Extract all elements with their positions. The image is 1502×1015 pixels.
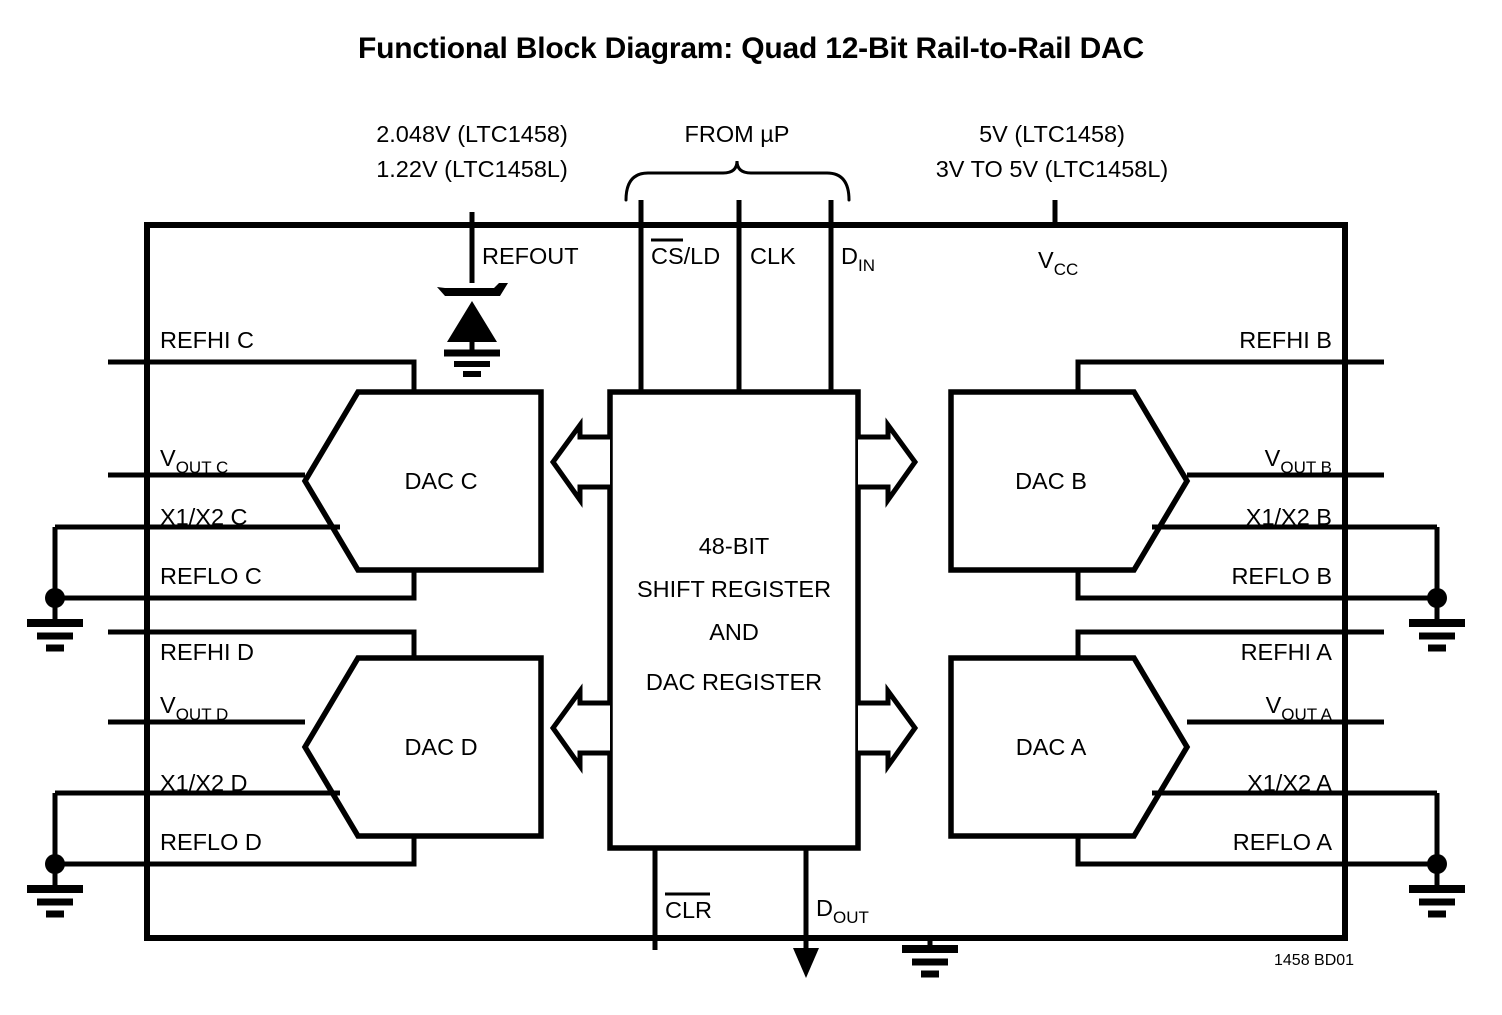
reflo-a-label: REFLO A: [1233, 829, 1333, 855]
shift-register-line1: 48-BIT: [699, 533, 770, 559]
ground-icon-d: [27, 864, 83, 918]
curly-brace-icon: [624, 160, 851, 202]
dac-c-label: DAC C: [404, 468, 477, 494]
dout-sub-text: OUT: [833, 908, 869, 927]
reflo-c-label: REFLO C: [160, 563, 262, 589]
vout-c-main: V: [160, 445, 176, 471]
refhi-b-wire: [1075, 359, 1384, 392]
page-title: Functional Block Diagram: Quad 12-Bit Ra…: [358, 32, 1144, 65]
clk-pin-label: CLK: [750, 243, 796, 269]
vcc-annotation-line2: 3V TO 5V (LTC1458L): [936, 156, 1169, 182]
shift-register-line2: SHIFT REGISTER: [637, 576, 831, 602]
x1x2-c-label: X1/X2 C: [160, 504, 248, 530]
reflo-a-wire: [1075, 836, 1437, 867]
dac-c-block: [301, 389, 544, 573]
vout-d-sub: OUT D: [176, 705, 229, 724]
din-sub-text: IN: [858, 256, 875, 275]
din-pin-label: DIN: [841, 243, 875, 275]
refhi-b-label: REFHI B: [1239, 327, 1332, 353]
bus-arrow-icon-dac-b: [858, 417, 919, 508]
refhi-d-wire: [108, 629, 417, 658]
vout-a-main: V: [1266, 692, 1282, 718]
refout-pin-label: REFOUT: [482, 243, 579, 269]
dac-a-block: [948, 655, 1191, 839]
vcc-pin-label: VCC: [1038, 247, 1078, 279]
clr-text: CLR: [665, 897, 712, 923]
refhi-c-wire: [108, 359, 417, 392]
clr-pin-label: CLR: [665, 892, 712, 923]
refhi-a-label: REFHI A: [1241, 639, 1333, 665]
dac-b-label: DAC B: [1015, 468, 1087, 494]
x1x2-b-label: X1/X2 B: [1246, 504, 1332, 530]
figure-id-footer: 1458 BD01: [1274, 952, 1354, 969]
reflo-d-wire: [55, 836, 417, 867]
ground-icon-c: [27, 598, 83, 652]
bus-arrow-icon-dac-d: [549, 683, 610, 774]
ground-icon-b: [1409, 598, 1465, 652]
dac-a-label: DAC A: [1016, 734, 1087, 760]
cs-text: CS: [651, 243, 684, 269]
shift-register-line3: AND: [709, 619, 759, 645]
vout-c-sub: OUT C: [176, 458, 229, 477]
vcc-main-text: V: [1038, 247, 1054, 273]
x1x2-d-label: X1/X2 D: [160, 770, 248, 796]
ld-text: /LD: [684, 243, 721, 269]
ground-icon-a: [1409, 864, 1465, 918]
reflo-c-wire: [55, 570, 417, 601]
down-arrow-icon-dout: [793, 948, 819, 978]
reflo-b-wire: [1075, 570, 1437, 601]
shift-register-block: [607, 389, 861, 851]
vcc-annotation-line1: 5V (LTC1458): [979, 121, 1125, 147]
refhi-a-wire: [1075, 629, 1384, 658]
dac-d-label: DAC D: [404, 734, 477, 760]
vout-b-sub: OUT B: [1280, 458, 1332, 477]
reflo-d-label: REFLO D: [160, 829, 262, 855]
ground-icon: [444, 349, 500, 377]
vout-d-main: V: [160, 692, 176, 718]
vcc-sub-text: CC: [1054, 260, 1079, 279]
bus-arrow-icon-dac-a: [858, 683, 919, 774]
shift-register-line4: DAC REGISTER: [646, 669, 822, 695]
chip-outline: [144, 222, 1348, 941]
vout-c-label: VOUT C: [160, 445, 228, 477]
vout-d-label: VOUT D: [160, 692, 228, 724]
din-main-text: D: [841, 243, 858, 269]
dac-d-block: [301, 655, 544, 839]
ref-voltage-annotation-line2: 1.22V (LTC1458L): [376, 156, 568, 182]
vout-a-sub: OUT A: [1281, 705, 1332, 724]
cs-ld-pin-label: CS/LD: [651, 238, 720, 269]
x1x2-a-label: X1/X2 A: [1247, 770, 1332, 796]
svg-text:CS/LD: CS/LD: [651, 243, 720, 269]
dac-b-block: [948, 389, 1191, 573]
refhi-d-label: REFHI D: [160, 639, 254, 665]
dout-main-text: D: [816, 895, 833, 921]
bus-arrow-icon-dac-c: [549, 417, 610, 508]
refhi-c-label: REFHI C: [160, 327, 254, 353]
from-microprocessor-annotation: FROM µP: [685, 121, 790, 147]
vout-b-main: V: [1265, 445, 1281, 471]
ref-voltage-annotation-line1: 2.048V (LTC1458): [376, 121, 568, 147]
reflo-b-label: REFLO B: [1231, 563, 1332, 589]
ground-icon-center: [902, 938, 958, 978]
dout-pin-label: DOUT: [816, 895, 869, 927]
vout-b-label: VOUT B: [1265, 445, 1332, 477]
zener-diode-icon: [437, 283, 508, 352]
vout-a-label: VOUT A: [1266, 692, 1333, 724]
